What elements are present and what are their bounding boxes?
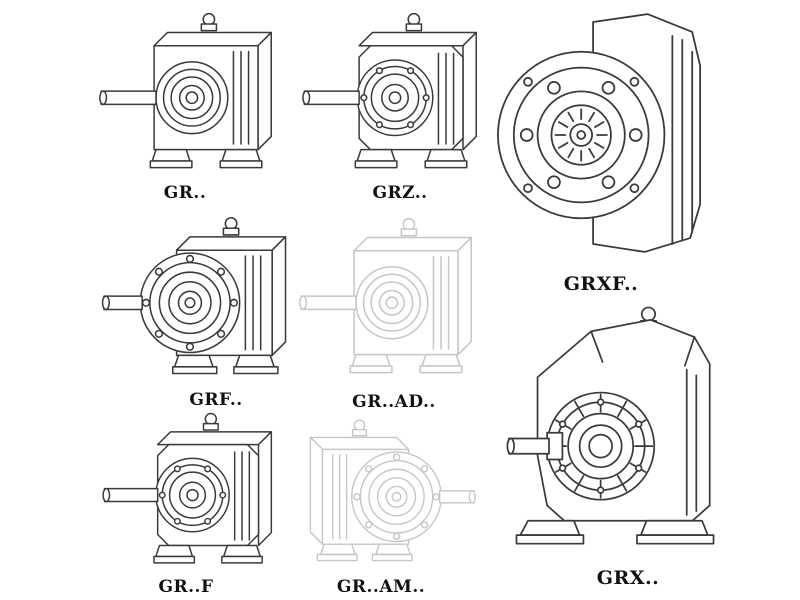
label-gr-am: GR..AM.. <box>336 577 426 597</box>
gearbox-drawing-gr-ad-ghost <box>299 217 472 374</box>
gearbox-drawing-gr <box>99 12 272 169</box>
label-grx: GRX.. <box>596 567 660 589</box>
label-grf: GRF.. <box>189 390 243 410</box>
label-gr-f: GR..F <box>158 577 214 597</box>
gearbox-drawing-grz <box>302 12 477 169</box>
label-grxf: GRXF.. <box>563 273 639 295</box>
gearbox-drawing-grxf <box>497 13 702 253</box>
label-grz: GRZ.. <box>372 183 428 203</box>
label-gr-ad: GR..AD.. <box>352 392 436 412</box>
gearbox-drawing-gr-am-ghost <box>309 419 477 562</box>
gearbox-drawing-grf <box>101 216 287 375</box>
label-gr: GR.. <box>163 183 207 203</box>
gearbox-drawing-gr-f <box>102 412 273 564</box>
gearbox-drawing-grx <box>506 306 715 545</box>
